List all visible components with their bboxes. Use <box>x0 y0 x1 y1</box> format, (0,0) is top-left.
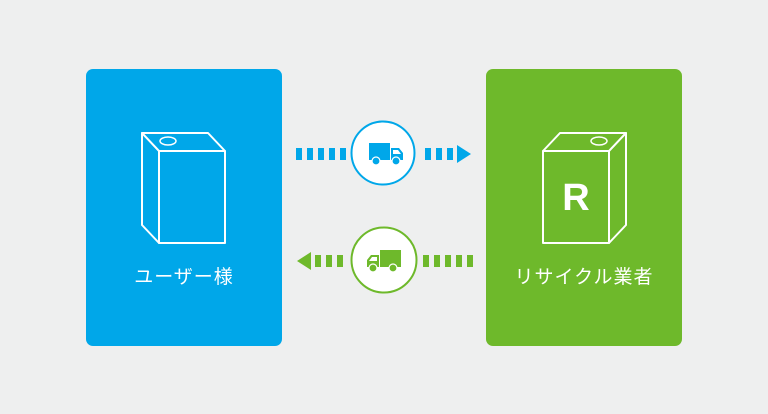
dashes-left-bottom <box>315 255 343 267</box>
recycler-label: リサイクル業者 <box>514 266 654 288</box>
arrowhead-right-icon <box>457 145 471 163</box>
arrowhead-left-icon <box>297 252 311 270</box>
arrow-to-user <box>297 226 473 294</box>
arrow-to-recycler <box>296 120 471 186</box>
dashes-right-bottom <box>423 255 473 267</box>
recycler-card: R リサイクル業者 <box>486 69 682 346</box>
box-icon <box>141 132 226 244</box>
dashes-right-top <box>425 148 453 160</box>
dashes-left-top <box>296 148 346 160</box>
user-label: ユーザー様 <box>134 266 234 288</box>
box-mark: R <box>562 177 589 219</box>
truck-icon <box>369 143 403 166</box>
box-with-r-icon: R <box>542 132 627 244</box>
truck-icon <box>367 250 401 273</box>
user-card: ユーザー様 <box>86 69 282 346</box>
